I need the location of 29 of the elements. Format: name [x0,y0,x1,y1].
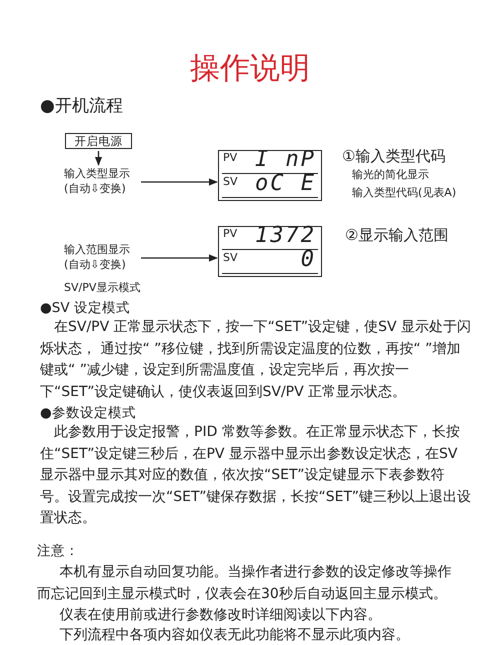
power-on-box: 开启电源 [65,133,132,149]
segment-readout: oC E [255,171,316,196]
note-paragraph: 下列流程中各项内容如仪表无此功能将不显示此项内容。 [58,626,410,645]
section-heading: ●开机流程 [40,96,123,118]
note-text: 输入类型代码(见表A) [352,185,456,200]
section-heading: ●SV 设定模式 [40,299,130,318]
step-text: 输入类型显示(自动⇩变换) [64,166,133,198]
arrow [141,178,218,186]
type-code-heading: ①输入类型代码 [342,147,446,166]
range-heading: ②显示输入范围 [345,226,448,245]
note-text: 输光的简化显示 [352,167,429,182]
arrow [141,254,218,262]
note-paragraph: 本机有显示自动回复功能。当操作者进行参数的设定修改等操作而忘记回到主显示模式时，仪表会在30秒后自动返回主显示模式。 [37,563,452,604]
mode-caption: SV/PV显示模式 [64,281,140,295]
page-title: 操作说明 [189,50,311,88]
display-label: PV [223,151,238,164]
note-paragraph: 仪表在使用前或进行参数修改时详细阅读以下内容。 [58,606,382,625]
note-heading: 注意： [37,542,79,561]
paragraph: 在SV/PV 正常显示状态下，按一下“SET”设定键，使SV 显示处于闪烁状态， 通过按“ ”移位键，找到所需设定温度的位数，再按“ ”增加键或“ ”减少键，设定到所需温度值，设定完毕后，再次按一下“SET”设定键确认，使仪表返回到SV/PV 正常显示状态。 [40,318,472,402]
arrow [94,151,102,166]
paragraph: 此参数用于设定报警，PID 常数等参数。在正常显示状态下，长按住“SET”设定键三秒后，在PV 显示器中显示出参数设定状态，在SV 显示器中显示其对应的数值，依次按“SET”设定键显示下表参数符号。设置完成按一次“SET”键保存数据，长按“SET”键三秒以上退出设置状态。 [40,423,472,528]
section-heading: ●参数设定模式 [40,404,136,423]
lcd-display [218,150,322,201]
step-text: 输入范围显示(自动⇩变换) [64,242,133,274]
lcd-display [218,226,322,277]
segment-readout: 0 [300,247,316,272]
display-label: PV [223,227,238,240]
display-label: SV [223,251,238,264]
display-label: SV [223,175,238,188]
